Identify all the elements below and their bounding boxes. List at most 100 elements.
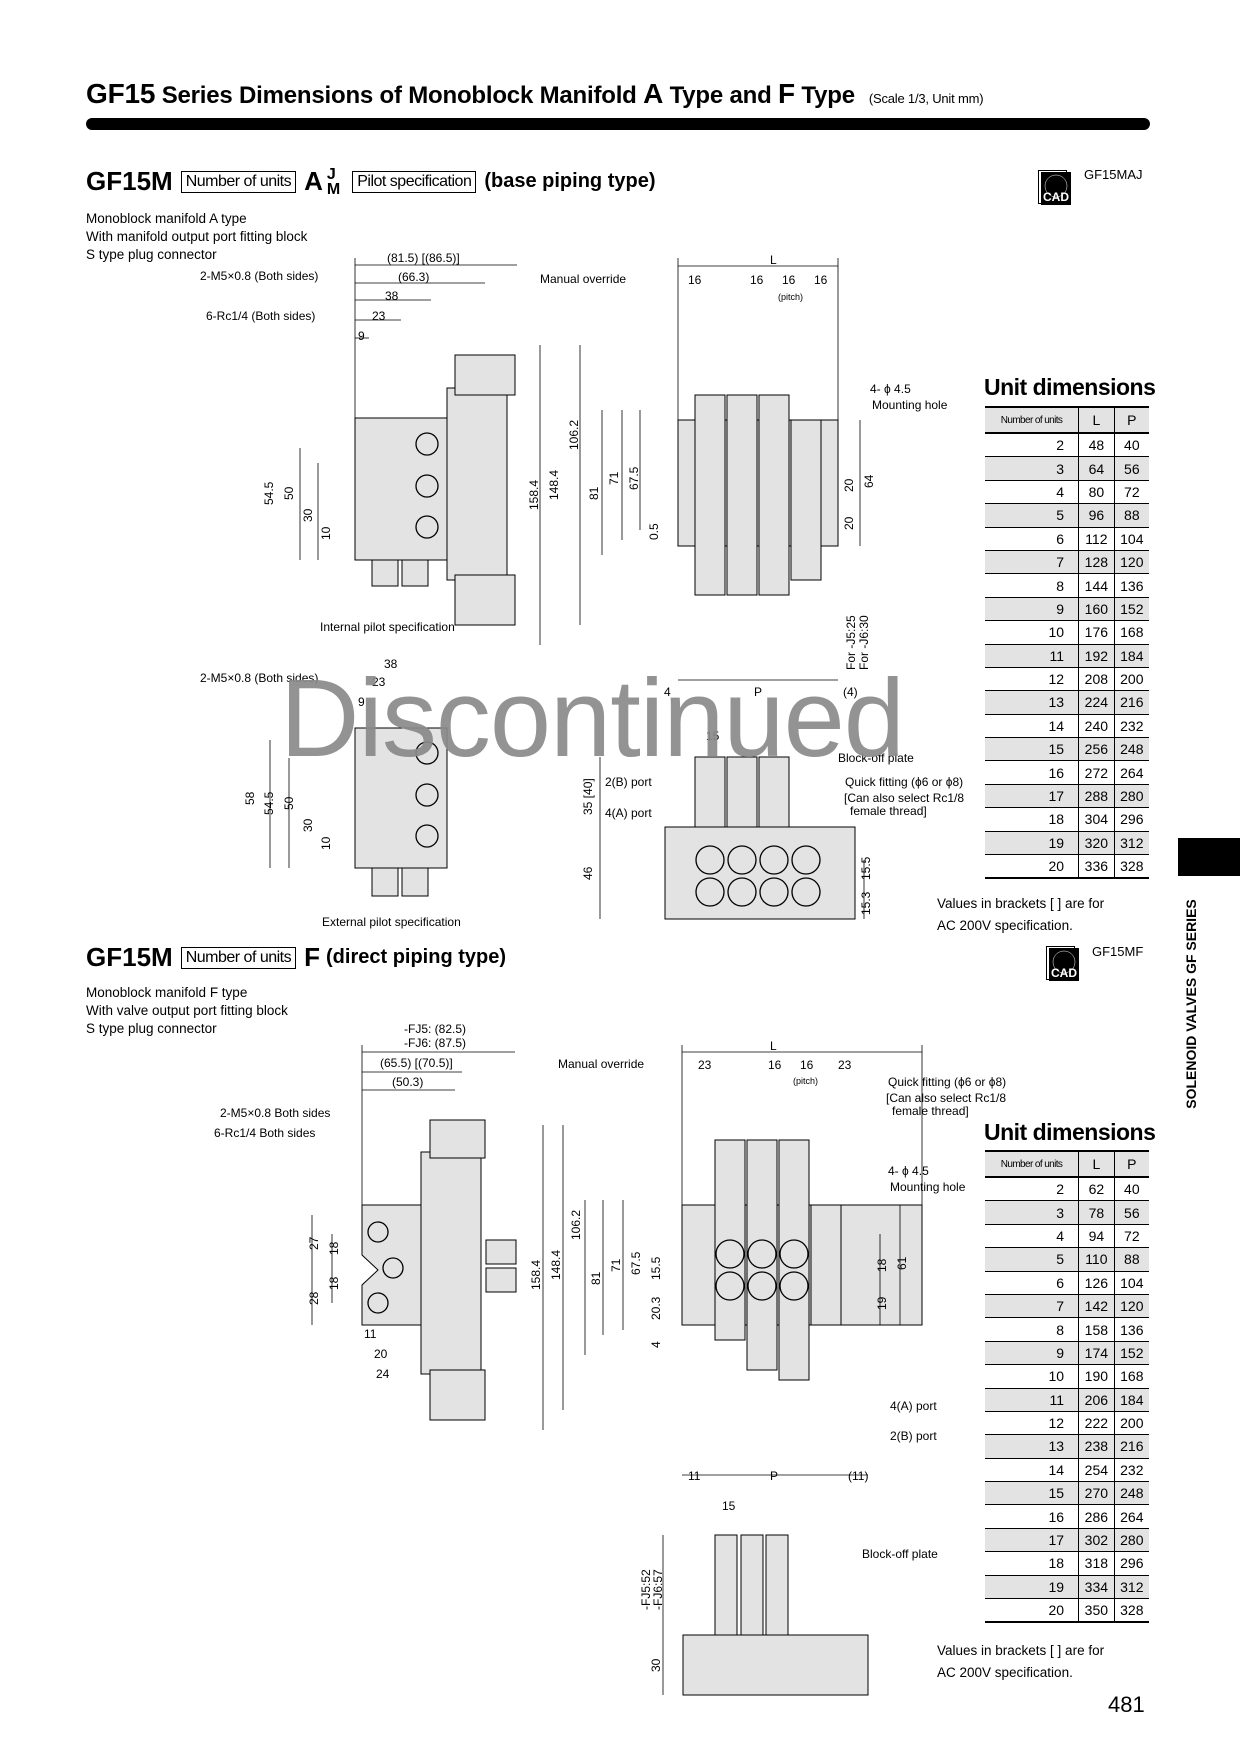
dim-label: 28 — [307, 1291, 321, 1305]
cell-l: 272 — [1078, 760, 1115, 785]
dim-label: 9 — [358, 695, 365, 709]
cell-p: 40 — [1114, 433, 1149, 458]
dim-label: 27 — [307, 1236, 321, 1250]
cell-units: 6 — [985, 1271, 1080, 1295]
cell-p: 152 — [1114, 597, 1149, 622]
fitting — [401, 867, 429, 897]
cell-l: 304 — [1078, 807, 1115, 832]
dim-label: P — [754, 685, 762, 699]
solenoid-top — [429, 1119, 486, 1159]
title-main: Series Dimensions of Monoblock Manifold — [155, 82, 644, 109]
page-number: 481 — [1108, 1692, 1145, 1717]
dim-label: For -J5:25 — [844, 615, 858, 670]
block-off-plate-top — [810, 1204, 842, 1326]
block-off-plate-top — [790, 419, 822, 581]
cell-l: 48 — [1078, 433, 1115, 458]
cell-l: 302 — [1078, 1528, 1115, 1553]
unit-dimensions-title-a: Unit dimensions — [984, 374, 1156, 400]
cell-units: 2 — [985, 1177, 1080, 1202]
dim-label: 23 — [372, 309, 386, 323]
cell-p: 264 — [1114, 760, 1149, 785]
callout-mount-hole: 4- ϕ 4.5 — [888, 1164, 929, 1178]
cell-p: 40 — [1114, 1177, 1149, 1202]
solenoid-bottom — [429, 1369, 486, 1421]
cell-units: 8 — [985, 573, 1080, 598]
cell-l: 318 — [1078, 1551, 1115, 1576]
dim-label: 23 — [838, 1058, 852, 1072]
dim-label: -FJ6:57 — [651, 1569, 665, 1610]
dim-label: 23 — [698, 1058, 712, 1072]
callout-block-off: Block-off plate — [838, 751, 914, 765]
cell-p: 104 — [1114, 1271, 1149, 1295]
manifold-block-ext — [354, 727, 448, 869]
callout-port-a: 4(A) port — [890, 1399, 937, 1413]
cell-l: 336 — [1078, 854, 1115, 880]
dim-label: 30 — [301, 818, 315, 832]
cell-units: 17 — [985, 1528, 1080, 1553]
callout-block-off: Block-off plate — [862, 1547, 938, 1561]
note-line: Values in brackets [ ] are for — [937, 1643, 1105, 1658]
title-prefix: GF15 — [86, 78, 156, 109]
dim-label: 81 — [587, 486, 601, 500]
dim-label: 50 — [282, 796, 296, 810]
cell-units: 14 — [985, 1458, 1080, 1483]
cad-download-a[interactable]: CAD — [1038, 170, 1072, 211]
cell-p: 200 — [1114, 667, 1149, 692]
cell-p: 72 — [1114, 1224, 1149, 1249]
section-subtitle: (base piping type) — [484, 170, 656, 192]
dim-label: 20 — [842, 516, 856, 530]
cell-p: 72 — [1114, 480, 1149, 505]
caption: Internal pilot specification — [320, 620, 455, 634]
manifold-front — [664, 826, 856, 920]
cell-p: 280 — [1114, 1528, 1149, 1553]
cell-l: 176 — [1078, 620, 1115, 645]
valve-body-side-f — [420, 1151, 482, 1375]
fitting — [485, 1267, 517, 1293]
dim-label: 158.4 — [527, 480, 541, 510]
valve-front — [714, 1534, 738, 1636]
pilot-options: J M — [327, 166, 340, 197]
section-a-heading: GF15M Number of units A J M Pilot specif… — [86, 166, 655, 197]
cell-units: 10 — [985, 1364, 1080, 1389]
dim-label: 16 — [782, 273, 796, 287]
solenoid-bottom — [454, 574, 516, 626]
dim-label: (11) — [848, 1469, 868, 1483]
cell-units: 6 — [985, 527, 1080, 551]
cell-l: 254 — [1078, 1458, 1115, 1483]
cad-text: CAD — [1051, 966, 1077, 980]
cell-l: 94 — [1078, 1224, 1115, 1249]
cell-p: 184 — [1114, 1388, 1149, 1412]
cell-p: 328 — [1114, 1598, 1149, 1624]
cell-p: 56 — [1114, 1200, 1149, 1225]
dim-label: 4 — [649, 1341, 663, 1348]
valve-front — [758, 756, 790, 828]
callout-quick-fitting: Quick fitting (ϕ6 or ϕ8) — [845, 775, 963, 789]
pitch-label: (pitch) — [778, 292, 803, 302]
callout-quick-fitting: Quick fitting (ϕ6 or ϕ8) — [888, 1075, 1006, 1089]
dim-label: (81.5) [(86.5)] — [387, 251, 460, 265]
manifold-block-side-f — [361, 1204, 422, 1326]
cell-l: 286 — [1078, 1504, 1115, 1529]
cell-l: 62 — [1078, 1177, 1115, 1202]
cad-download-f[interactable]: CAD — [1046, 946, 1080, 987]
dim-label: 148.4 — [547, 470, 561, 500]
cell-p: 248 — [1114, 1481, 1149, 1506]
cell-p: 184 — [1114, 644, 1149, 668]
cell-l: 190 — [1078, 1364, 1115, 1389]
title-a: A — [643, 78, 664, 109]
callout-mount-hole: 4- ϕ 4.5 — [870, 382, 911, 396]
cell-p: 168 — [1114, 620, 1149, 645]
dim-label: 81 — [589, 1271, 603, 1285]
cell-units: 5 — [985, 1247, 1080, 1272]
section-subtitle: (direct piping type) — [326, 946, 507, 968]
